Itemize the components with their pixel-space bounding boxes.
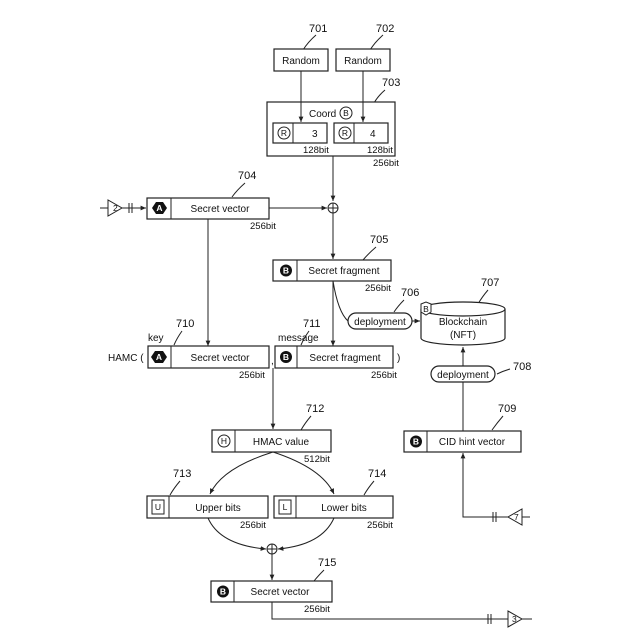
hmac-comma: , (271, 356, 274, 367)
input-7-connector: 7 (463, 453, 530, 525)
ref-713: 713 (173, 468, 191, 480)
hmac-value-label: HMAC value (253, 437, 310, 448)
secret-vector-704-a-icon: A (156, 203, 162, 213)
cid-hint-b-icon: B (413, 437, 419, 447)
hmac-message-text: Secret fragment (309, 353, 380, 364)
ref-715: 715 (318, 557, 336, 569)
coord-label: Coord (309, 109, 336, 120)
input-2-label: 2 (113, 203, 118, 213)
hmac-key-bits: 256bit (239, 370, 265, 381)
coord-b-icon: B (343, 108, 349, 118)
secret-vector-704-box: A Secret vector (147, 198, 269, 219)
xor-symbol-bottom (267, 544, 277, 554)
coord-right-bits: 128bit (367, 145, 393, 156)
hmac-key-text: Secret vector (191, 353, 251, 364)
ref-704: 704 (238, 170, 256, 182)
hmac-message-bits: 256bit (371, 370, 397, 381)
secret-fragment-705-label: Secret fragment (308, 266, 379, 277)
hmac-message-b-icon: B (283, 352, 289, 362)
ref-710: 710 (176, 318, 194, 330)
hmac-key-label: key (148, 333, 164, 344)
coord-total-bits: 256bit (373, 158, 399, 169)
deployment-706-pill: deployment (348, 313, 412, 329)
lower-bits-bits: 256bit (367, 520, 393, 531)
random-right-box: Random (336, 49, 390, 71)
coord-left-r-icon: R (281, 128, 287, 138)
ref-712: 712 (306, 403, 324, 415)
coord-left-bits: 128bit (303, 145, 329, 156)
secret-vector-704-bits: 256bit (250, 221, 276, 232)
upper-bits-u-icon: U (155, 502, 161, 512)
random-right-label: Random (344, 56, 382, 67)
secret-vector-715-b-icon: B (220, 587, 226, 597)
blockchain-label-line1: Blockchain (439, 317, 487, 328)
output-3-label: 3 (512, 614, 517, 624)
secret-fragment-705-box: B Secret fragment (273, 260, 391, 281)
upper-bits-box: U Upper bits (147, 496, 268, 518)
lower-bits-label: Lower bits (321, 503, 367, 514)
ref-701: 701 (309, 23, 327, 35)
coord-right-r-icon: R (342, 128, 348, 138)
ref-706: 706 (401, 287, 419, 299)
upper-bits-label: Upper bits (195, 503, 241, 514)
upper-bits-bits: 256bit (240, 520, 266, 531)
ref-703: 703 (382, 77, 400, 89)
hmac-value-box: H HMAC value (212, 430, 331, 452)
ref-711: 711 (303, 318, 321, 330)
hmac-close-paren: ) (397, 353, 400, 364)
blockchain-cylinder: Blockchain (NFT) (421, 302, 505, 345)
coord-container: Coord B R 3 128bit R 4 128bit (267, 102, 395, 156)
hmac-message-label: message (278, 333, 319, 344)
ref-705: 705 (370, 234, 388, 246)
hmac-message-box: B Secret fragment (275, 346, 393, 368)
ref-709: 709 (498, 403, 516, 415)
lower-bits-l-icon: L (283, 502, 288, 512)
blockchain-label-line2: (NFT) (450, 330, 476, 341)
deployment-706-label: deployment (354, 317, 406, 328)
secret-fragment-705-bits: 256bit (365, 283, 391, 294)
hmac-value-bits: 512bit (304, 454, 330, 465)
deployment-708-label: deployment (437, 370, 489, 381)
ref-714: 714 (368, 468, 386, 480)
cid-hint-box: B CID hint vector (404, 431, 521, 452)
ref-708: 708 (513, 361, 531, 373)
xor-symbol-top (328, 203, 338, 213)
hmac-key-a-icon: A (156, 352, 162, 362)
coord-left-value: 3 (312, 129, 318, 140)
ref-702: 702 (376, 23, 394, 35)
secret-vector-715-label: Secret vector (251, 587, 311, 598)
hmac-function-label: HAMC ( (108, 353, 144, 364)
ref-707: 707 (481, 277, 499, 289)
coord-right-value: 4 (370, 129, 376, 140)
deployment-708-pill: deployment (431, 366, 495, 382)
random-left-box: Random (274, 49, 328, 71)
secret-vector-704-label: Secret vector (191, 204, 251, 215)
lower-bits-box: L Lower bits (274, 496, 393, 518)
cid-hint-label: CID hint vector (439, 437, 506, 448)
hmac-key-box: A Secret vector (148, 346, 269, 368)
secret-vector-715-box: B Secret vector (211, 581, 332, 602)
input-7-label: 7 (514, 512, 519, 522)
blockchain-b-icon: B (421, 302, 431, 315)
input-2-connector: 2 (100, 200, 146, 216)
hmac-value-h-icon: H (221, 436, 227, 446)
blockchain-b-text: B (423, 304, 429, 314)
random-left-label: Random (282, 56, 320, 67)
secret-vector-715-bits: 256bit (304, 604, 330, 615)
secret-fragment-705-b-icon: B (283, 266, 289, 276)
